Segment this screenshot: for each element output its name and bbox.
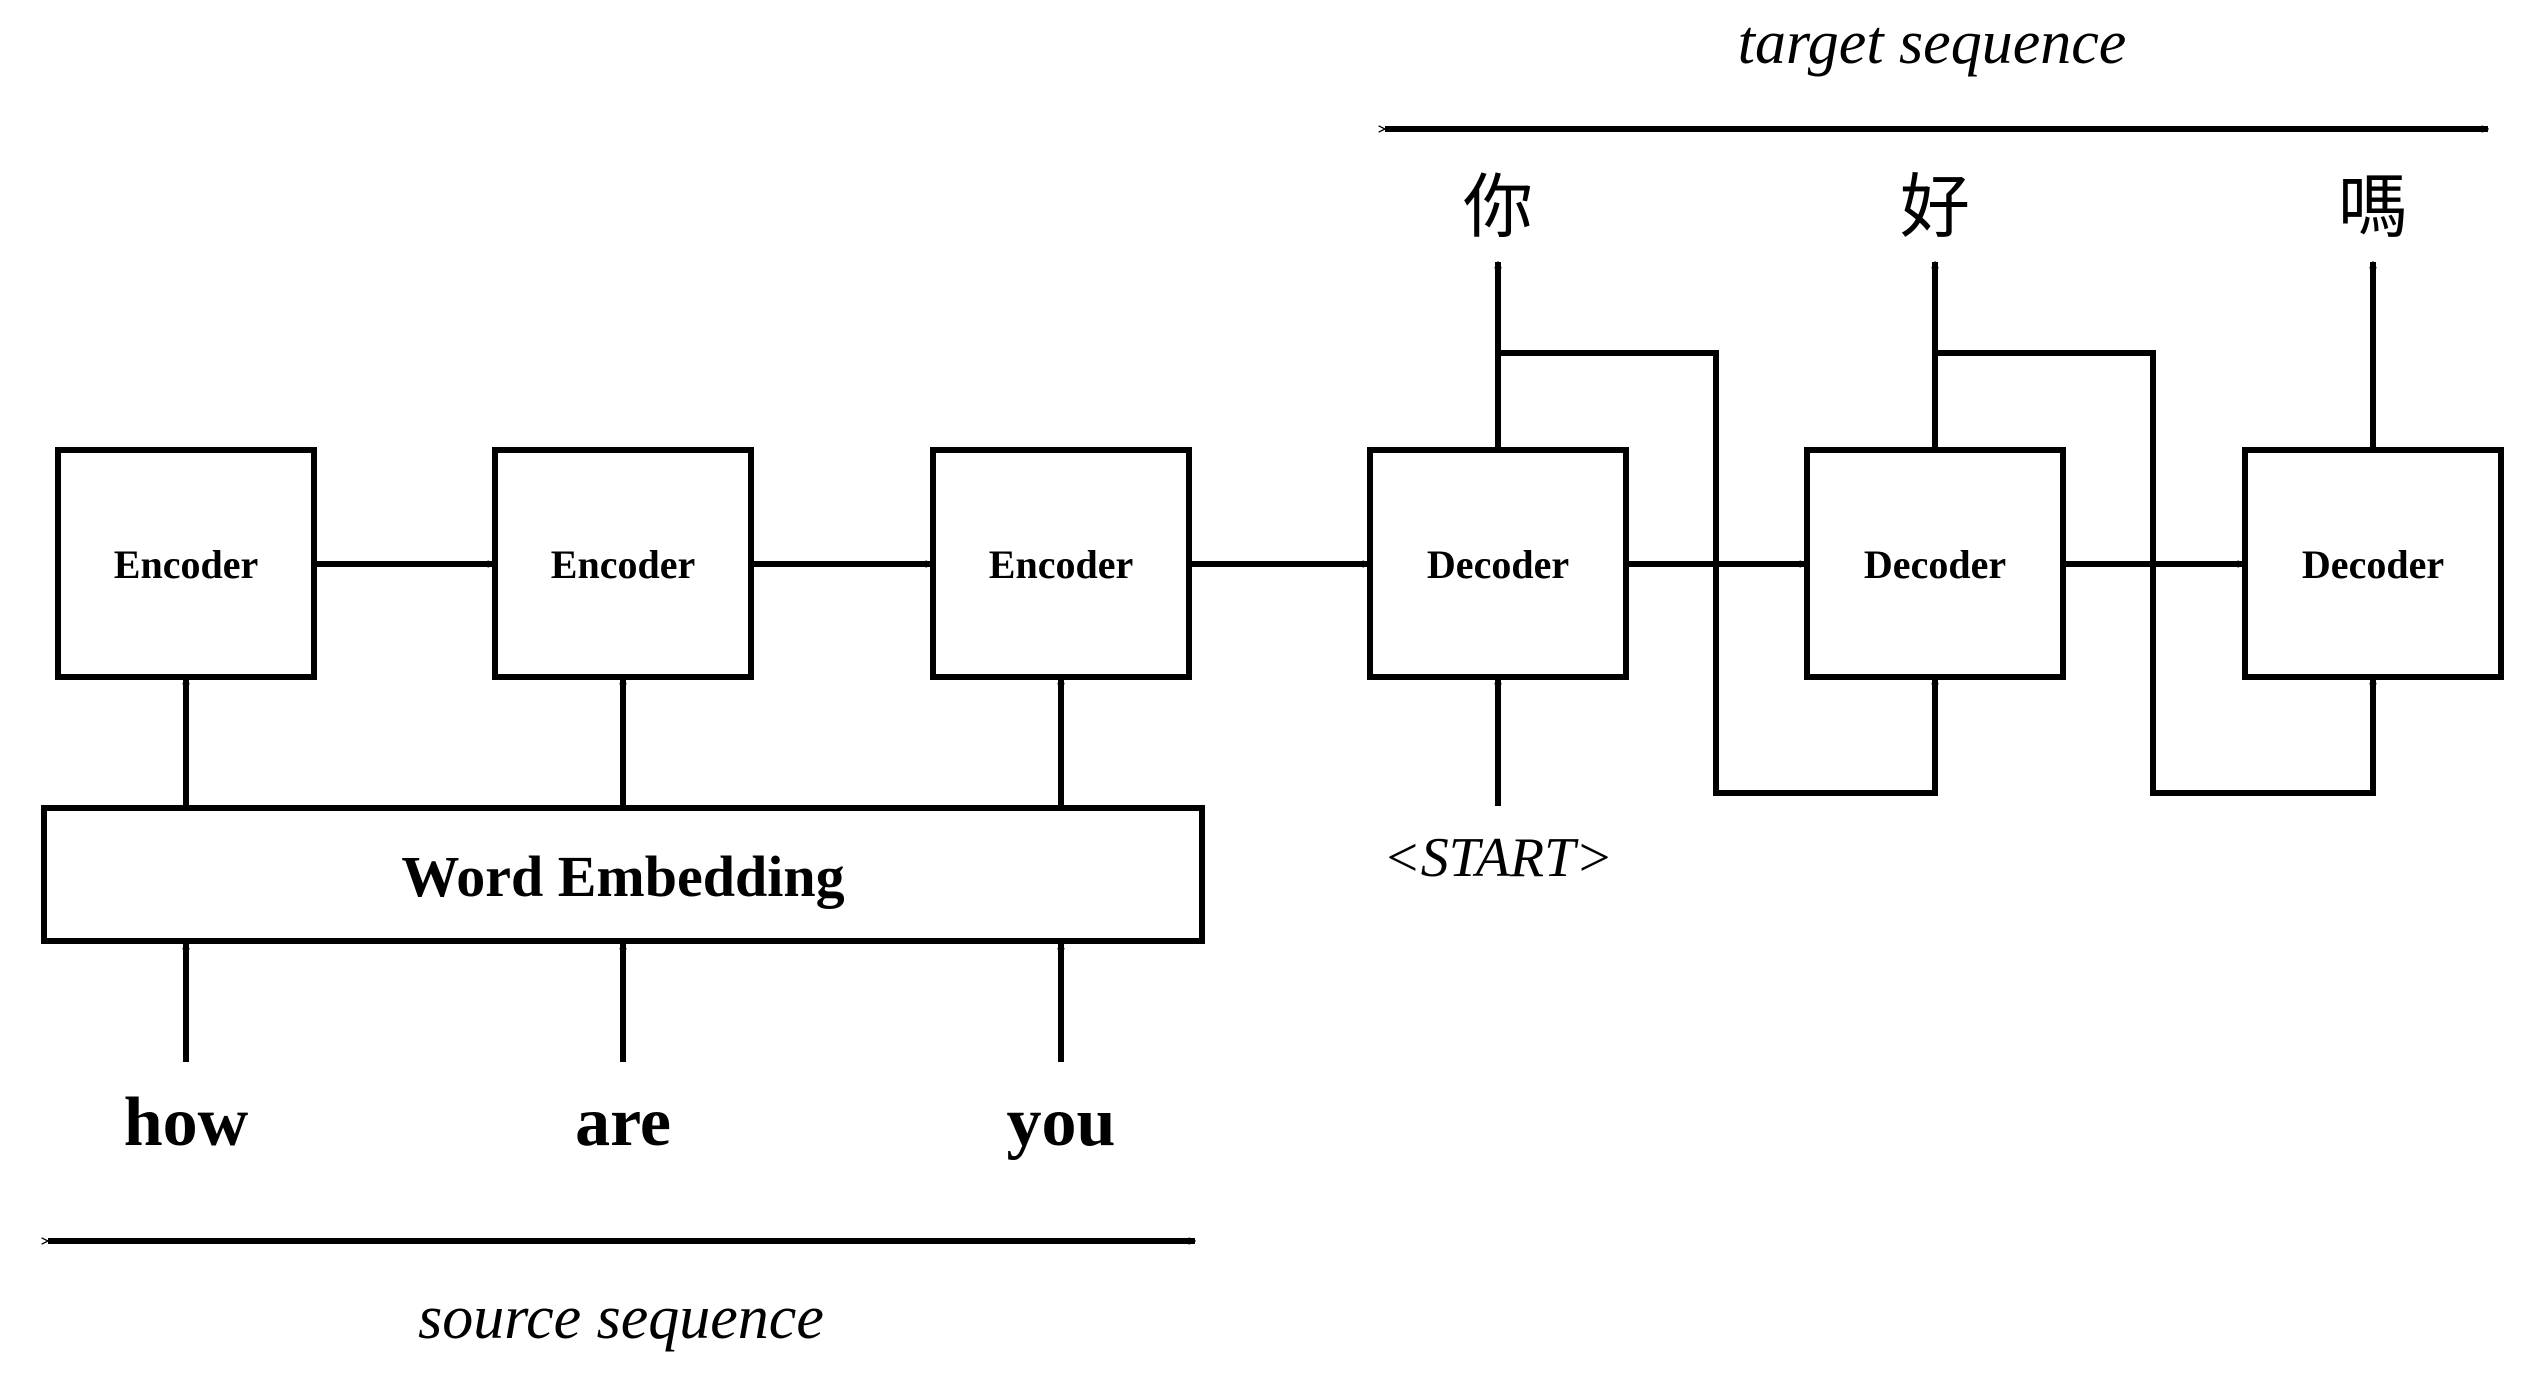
- source-word-you: you: [1007, 1084, 1116, 1161]
- decoder-label-1: Decoder: [1427, 542, 1569, 587]
- encoder-block-2: Encoder: [492, 447, 754, 680]
- target-word-1: 你: [1463, 166, 1533, 248]
- encoder-block-3: Encoder: [930, 447, 1192, 680]
- encoder-label-1: Encoder: [114, 542, 258, 587]
- decoder-block-3: Decoder: [2242, 447, 2504, 680]
- start-token-label: <START>: [1383, 827, 1613, 889]
- encoder-label-2: Encoder: [551, 542, 695, 587]
- decoder-block-2: Decoder: [1804, 447, 2066, 680]
- decoder-label-2: Decoder: [1864, 542, 2006, 587]
- encoder-block-1: Encoder: [55, 447, 317, 680]
- feedback-decoder1-to-decoder2: [1498, 350, 1935, 796]
- word-embedding-label: Word Embedding: [401, 844, 844, 909]
- decoder-label-3: Decoder: [2302, 542, 2444, 587]
- encoder-label-3: Encoder: [989, 542, 1133, 587]
- word-embedding-block: Word Embedding: [41, 805, 1205, 944]
- target-sequence-label: target sequence: [1738, 9, 2127, 77]
- target-word-2: 好: [1900, 166, 1970, 248]
- decoder-block-1: Decoder: [1367, 447, 1629, 680]
- source-word-are: are: [575, 1084, 671, 1161]
- feedback-decoder2-to-decoder3: [1935, 350, 2373, 796]
- source-sequence-label: source sequence: [418, 1284, 824, 1352]
- source-word-how: how: [124, 1084, 249, 1161]
- target-word-3: 嗎: [2338, 166, 2408, 248]
